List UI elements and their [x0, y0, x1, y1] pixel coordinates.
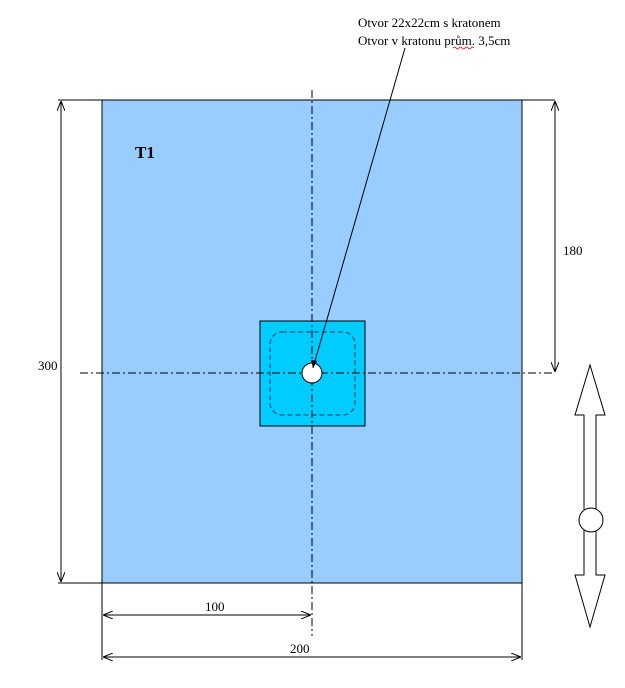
- spellcheck-underline: [452, 46, 475, 50]
- hole-circle: [301, 362, 323, 384]
- note-line-2: Otvor v kratonu prům. 3,5cm: [358, 33, 510, 48]
- dimension-hole-from-top-label: 180: [563, 243, 583, 258]
- dimension-height-label: 300: [38, 358, 58, 373]
- dimension-hole-from-left-label: 100: [205, 599, 225, 614]
- orientation-hole-icon: [578, 507, 604, 533]
- panel-label: T1: [135, 143, 155, 162]
- leader-line: [312, 47, 406, 369]
- dimension-width-label: 200: [290, 641, 310, 656]
- note-line-1: Otvor 22x22cm s kratonem: [358, 15, 501, 30]
- leader-arrowhead: [311, 360, 317, 368]
- orientation-double-arrow-icon: [574, 363, 606, 629]
